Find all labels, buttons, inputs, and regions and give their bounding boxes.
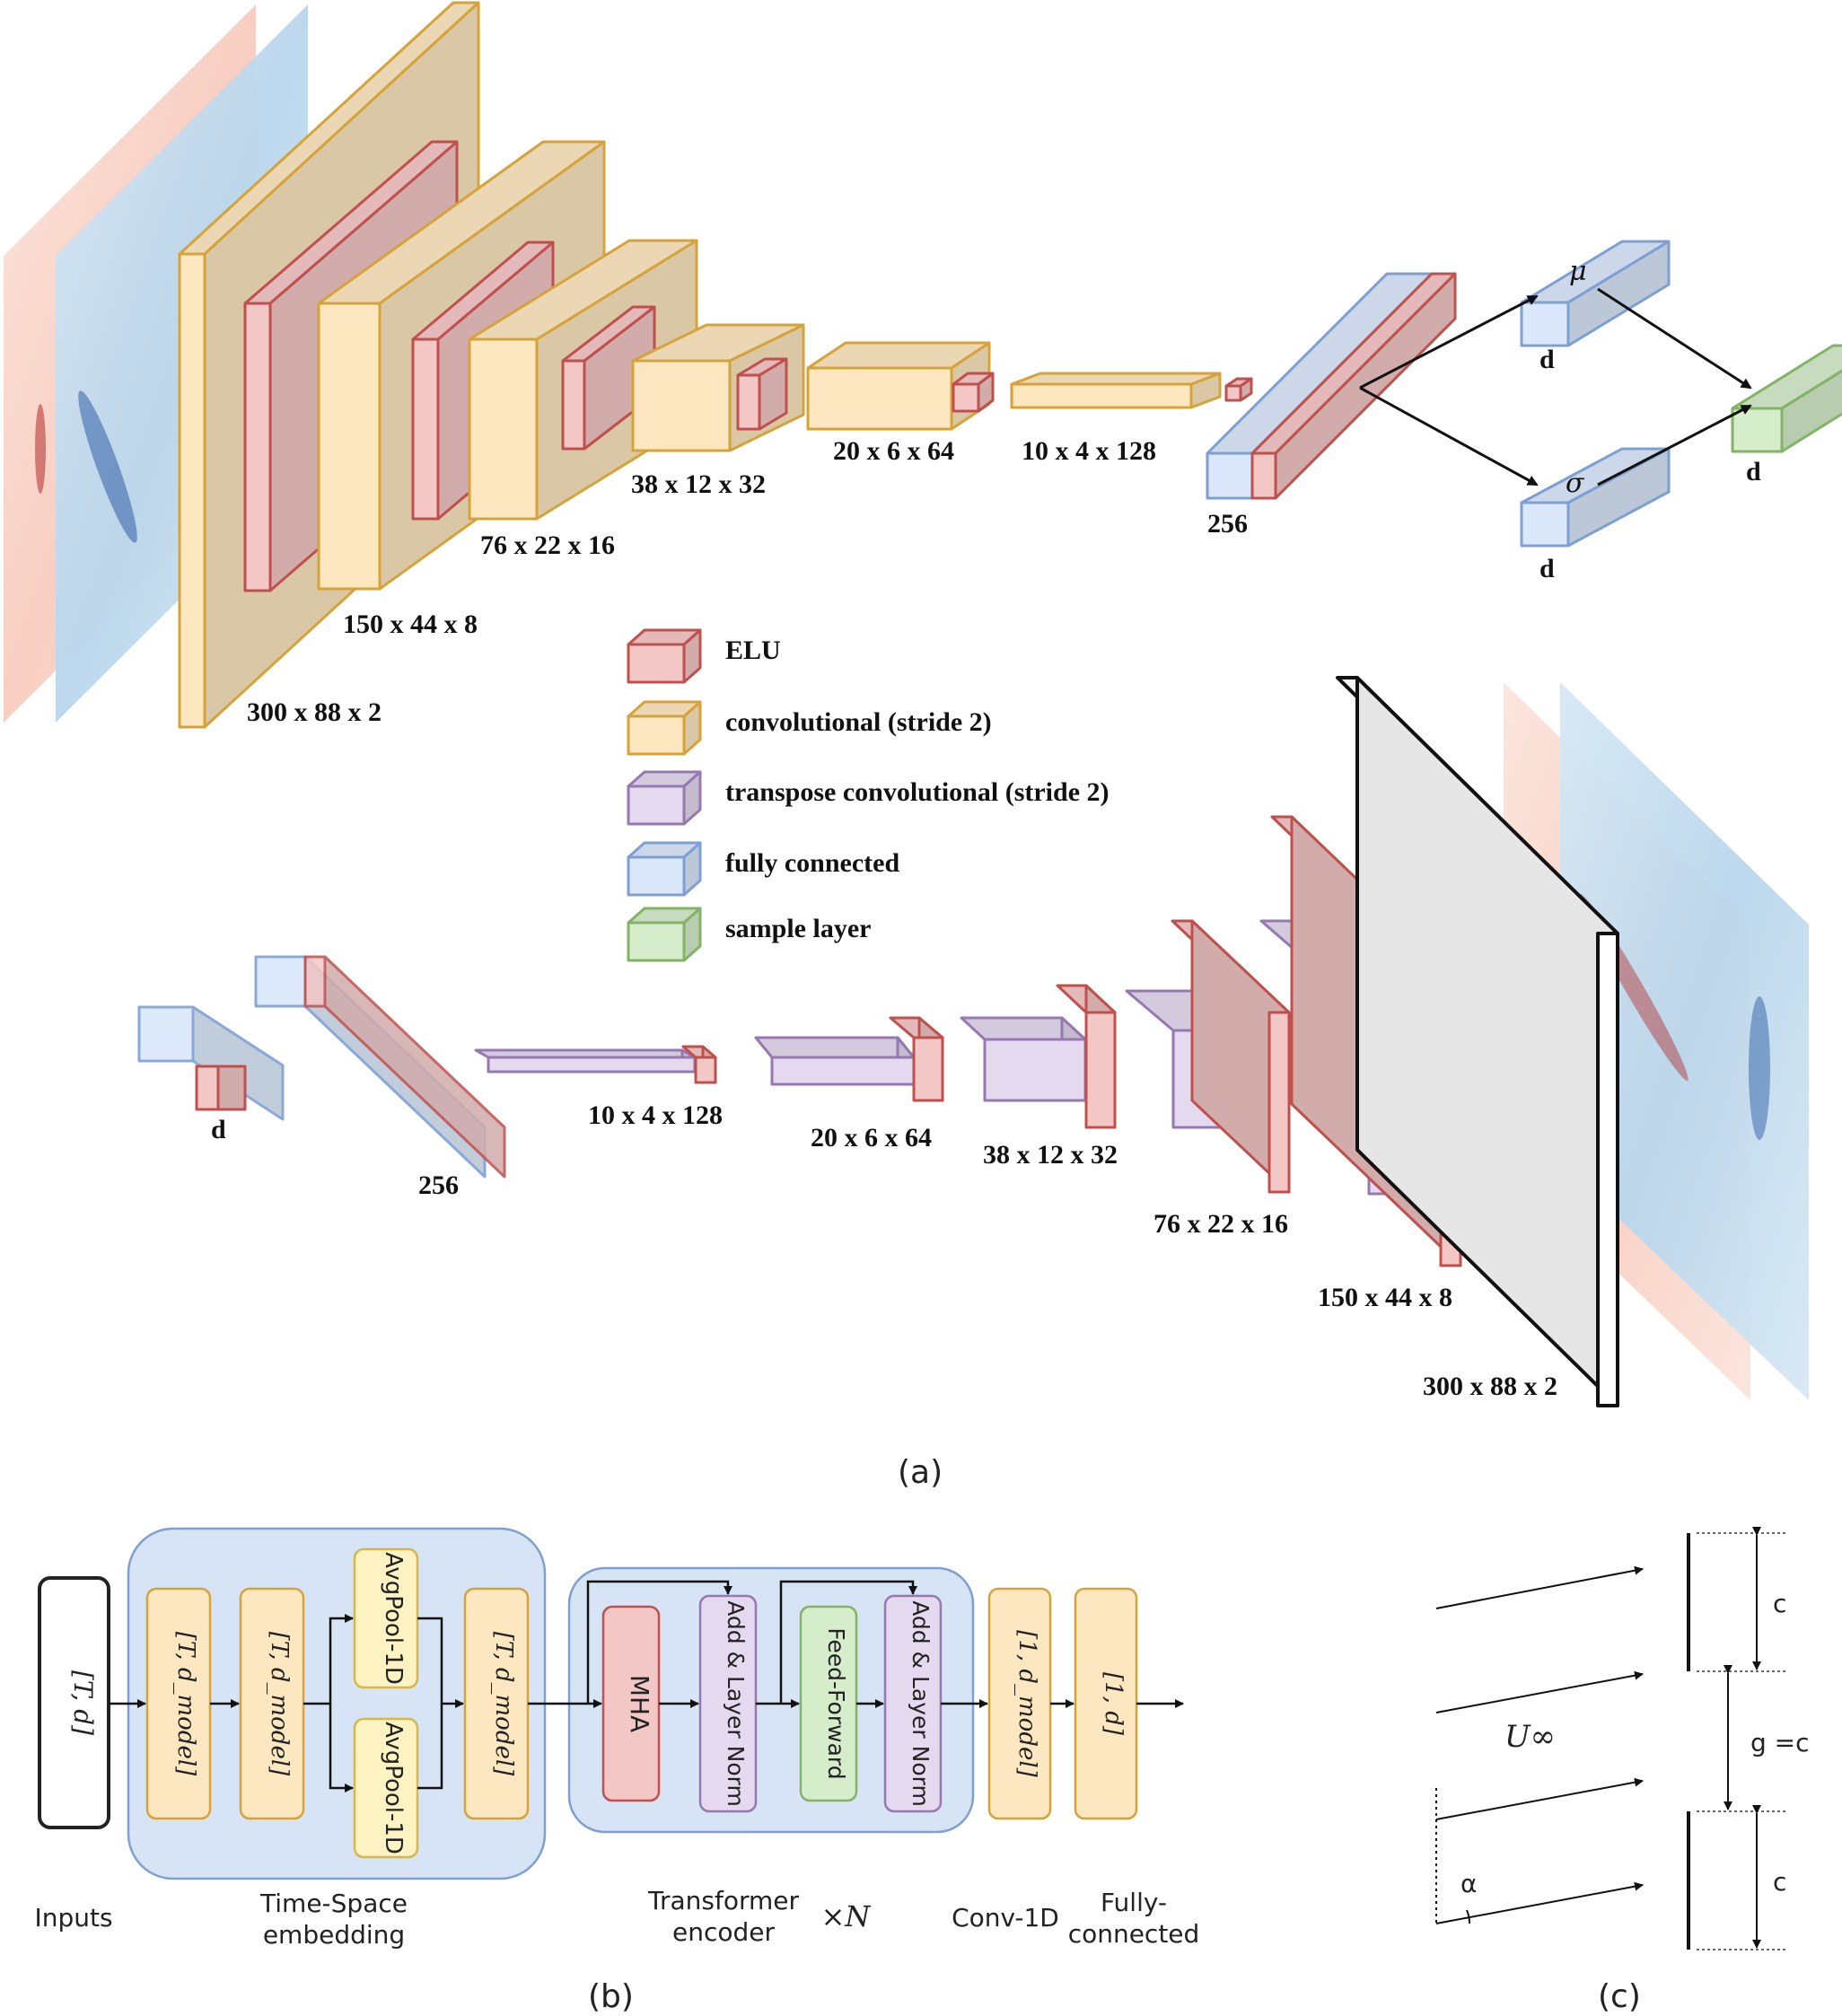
dec-elu-4 — [1171, 919, 1291, 1194]
chord-top-label: c — [1773, 1589, 1786, 1618]
legend-sample-swatch — [627, 907, 702, 962]
legend-tconv-swatch — [627, 770, 702, 826]
panel-b-arrows — [109, 1580, 1184, 1792]
encoder: 300 x 88 x 2 150 x 44 x 8 76 x 22 x 16 3… — [4, 1, 1842, 729]
enc-dim-4: 38 x 12 x 32 — [631, 469, 766, 499]
enc-dim-3: 76 x 22 x 16 — [480, 530, 615, 560]
gap-label: g =c — [1750, 1728, 1810, 1757]
legend-fc-label: fully connected — [725, 848, 899, 878]
enc-conv-6 — [1010, 372, 1222, 409]
fc-label-1: Fully- — [1101, 1888, 1167, 1917]
dec-fc-256 — [254, 955, 487, 1179]
dec-output — [1336, 676, 1619, 1407]
avgpool-box-1-label: AvgPool-1D — [380, 1552, 407, 1685]
caption-b: (b) — [588, 1978, 634, 2015]
embed-box-1-label: [T, d_model] — [172, 1632, 199, 1776]
times-n-label: ×N — [821, 1899, 872, 1933]
dec-dim-5: 38 x 12 x 32 — [983, 1140, 1118, 1170]
caption-a: (a) — [898, 1454, 943, 1491]
legend-elu-label: ELU — [725, 635, 781, 665]
d-sigma-label: d — [1539, 554, 1555, 583]
panel-b: [T, d] [T, d_model] [T, d_model] AvgPool… — [34, 1527, 1200, 1950]
dec-tconv-1 — [474, 1048, 697, 1074]
dec-dim-8: 300 x 88 x 2 — [1423, 1372, 1557, 1401]
enc-dim-5: 20 x 6 x 64 — [833, 436, 954, 466]
conv1d-label: Conv-1D — [952, 1903, 1059, 1933]
dec-dim-256: 256 — [418, 1170, 459, 1200]
panel-c: c g =c c U∞ α — [1435, 1527, 1810, 1950]
d-mu-label: d — [1539, 345, 1555, 374]
enc-elu-4 — [736, 357, 788, 431]
enc-elu-6 — [1224, 377, 1253, 402]
dec-elu-256 — [303, 955, 506, 1179]
dec-elu-d — [195, 1065, 247, 1111]
feed-forward-label: Feed-Forward — [823, 1627, 849, 1779]
dec-dim-4: 20 x 6 x 64 — [811, 1123, 932, 1153]
inputs-box-label: [T, d] — [68, 1670, 98, 1735]
caption-c: (c) — [1598, 1978, 1641, 2015]
dec-dim-7: 150 x 44 x 8 — [1318, 1283, 1452, 1312]
transformer-label-1: Transformer — [647, 1886, 800, 1915]
enc-elu-5 — [952, 372, 995, 413]
enc-dim-1: 300 x 88 x 2 — [247, 697, 382, 727]
avgpool-box-2-label: AvgPool-1D — [380, 1722, 407, 1854]
enc-elu-3 — [561, 305, 656, 451]
embed-box-2-label: [T, d_model] — [266, 1632, 293, 1776]
enc-dim-7: 256 — [1207, 509, 1248, 539]
d-sample-label: d — [1746, 457, 1761, 486]
dec-tconv-3 — [960, 1016, 1087, 1102]
mu-label: μ — [1569, 256, 1587, 287]
legend: ELU convolutional (stride 2) transpose con… — [627, 628, 1110, 962]
embedding-label-1: Time-Space — [259, 1889, 408, 1918]
enc-dim-6: 10 x 4 x 128 — [1022, 436, 1156, 466]
transformer-encoder-group — [567, 1566, 975, 1834]
latent-arrows — [1359, 287, 1752, 486]
fc-box-label: [1, d] — [1100, 1672, 1127, 1736]
embed-box-3-label: [T, d_model] — [490, 1632, 517, 1776]
enc-dim-2: 150 x 44 x 8 — [343, 609, 478, 639]
alpha-label: α — [1460, 1869, 1477, 1898]
add-norm-label-2: Add & Layer Norm — [908, 1600, 934, 1807]
dec-fc-d — [137, 1005, 285, 1121]
decoder: d 256 10 x 4 x 128 20 x 6 x 64 38 x 12 x… — [137, 676, 1809, 1407]
fc-label-2: connected — [1068, 1919, 1200, 1949]
add-norm-label-1: Add & Layer Norm — [723, 1600, 749, 1807]
inputs-label: Inputs — [34, 1903, 112, 1933]
dec-tconv-2 — [754, 1036, 916, 1086]
legend-sample-label: sample layer — [725, 914, 871, 943]
embedding-label-2: embedding — [263, 1920, 405, 1950]
chord-bottom-label: c — [1773, 1867, 1786, 1897]
dec-elu-3 — [1056, 984, 1117, 1129]
dec-elu-2 — [889, 1016, 944, 1102]
legend-conv-label: convolutional (stride 2) — [725, 707, 992, 737]
conv1d-box-label: [1, d_model] — [1013, 1630, 1040, 1778]
mu-block — [1520, 240, 1671, 347]
u-inf-label: U∞ — [1504, 1719, 1556, 1755]
transformer-label-2: encoder — [672, 1917, 775, 1947]
sigma-label: σ — [1566, 468, 1585, 499]
legend-conv-swatch — [627, 700, 702, 756]
dec-dim-d: d — [211, 1115, 226, 1144]
dec-elu-1 — [681, 1045, 717, 1084]
dec-dim-6: 76 x 22 x 16 — [1153, 1209, 1288, 1239]
legend-fc-swatch — [627, 841, 702, 897]
legend-elu-swatch — [627, 628, 702, 684]
sample-block — [1731, 344, 1842, 453]
dec-dim-3: 10 x 4 x 128 — [588, 1100, 723, 1130]
mha-label: MHA — [625, 1675, 654, 1732]
legend-tconv-label: transpose convolutional (stride 2) — [725, 777, 1110, 807]
sigma-block — [1520, 447, 1671, 548]
